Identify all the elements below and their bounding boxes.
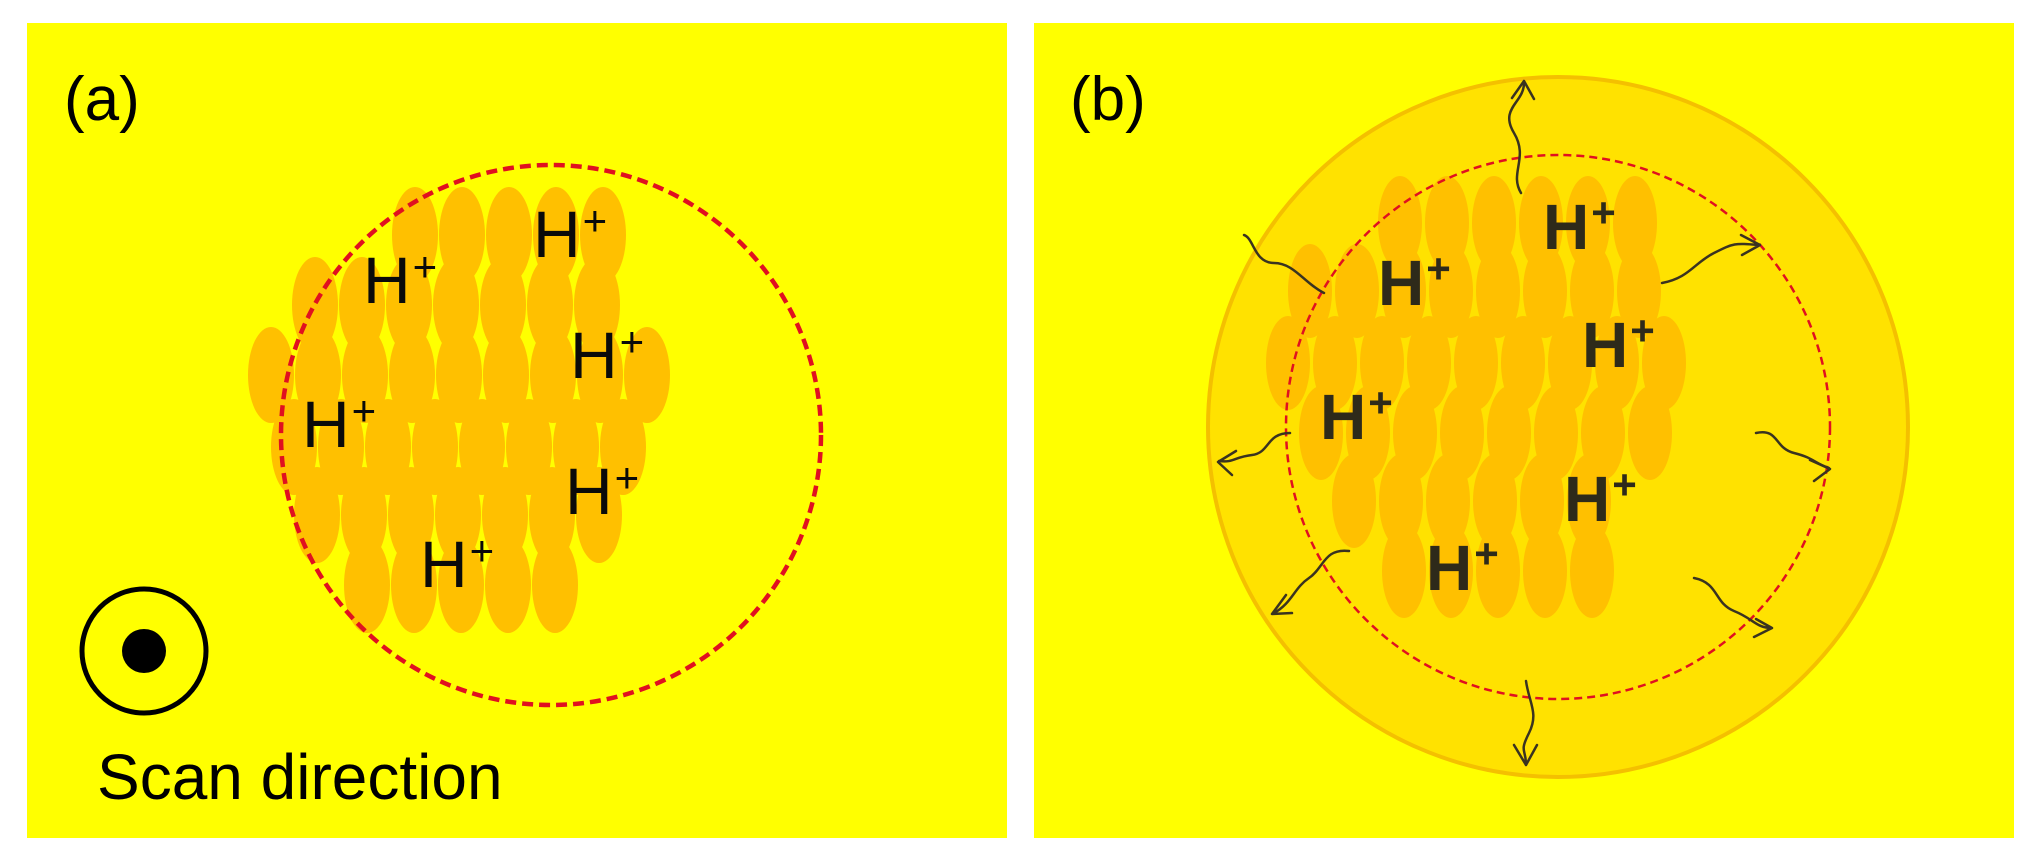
proton-blob [600,399,646,495]
beam-boundary-dashed-circle [278,162,824,708]
panel-b: (b) H+ H+ H+ H+ H+ H+ [1034,23,2014,838]
proton-blob [483,327,529,423]
proton-blob [1429,524,1473,618]
proton-blob [1628,386,1672,480]
proton-blob [412,399,458,495]
proton-blob [1476,244,1520,338]
proton-blob [1617,244,1661,338]
proton-blob [248,327,294,423]
panel-a-diagram [79,162,824,716]
proton-blob [1523,524,1567,618]
proton-blob [529,467,575,563]
proton-blob [577,327,623,423]
proton-blob [1570,524,1614,618]
proton-label: H+ [1320,379,1393,453]
proton-label: H+ [302,387,377,461]
proton-label: H+ [1426,530,1499,604]
proton-blob [1382,524,1426,618]
wavy-outward-arrow-icon [1692,576,1774,639]
wavy-outward-arrow-icon [1216,431,1292,477]
proton-label: H+ [1543,189,1616,263]
proton-blob [386,257,432,353]
proton-cluster [248,187,670,633]
proton-blob [433,257,479,353]
scan-direction-label: Scan direction [97,741,503,813]
proton-label: H+ [420,527,495,601]
beam-boundary-dashed-circle [1284,153,1832,701]
proton-blob [341,467,387,563]
proton-blob [1379,454,1423,548]
proton-blob [532,537,578,633]
proton-label: H+ [1564,461,1637,535]
proton-blob [1570,244,1614,338]
proton-label: H+ [1378,245,1451,319]
proton-blob [1382,244,1426,338]
proton-label: H+ [533,197,608,271]
diffusion-arrows [1216,79,1832,767]
proton-blob [1476,524,1520,618]
proton-blob [553,399,599,495]
proton-blob [459,399,505,495]
proton-blob [1266,316,1310,410]
proton-label: H+ [363,243,438,317]
proton-blob [339,257,385,353]
panel-b-diagram [1206,75,1910,779]
proton-blob [438,537,484,633]
proton-blob [342,327,388,423]
proton-label: H+ [570,318,645,392]
proton-blob [1299,386,1343,480]
proton-blob [576,467,622,563]
proton-cluster [1266,176,1686,618]
proton-blob [527,257,573,353]
wavy-outward-arrow-icon [1507,79,1536,195]
proton-blob [388,467,434,563]
panel-a: (a) H+ H+ H+ H+ H+ H+ Scan direction [27,23,1007,838]
panel-label-b: (b) [1070,65,1146,134]
proton-blob [1473,454,1517,548]
wavy-outward-arrow-icon [1242,233,1326,295]
proton-blob [624,327,670,423]
proton-label: H+ [1582,307,1655,381]
proton-blob [294,467,340,563]
proton-blob [1335,244,1379,338]
proton-blob [344,537,390,633]
wavy-outward-arrow-icon [1270,549,1351,616]
wavy-outward-arrow-icon [1660,233,1762,285]
proton-label: H+ [565,454,640,528]
proton-blob [389,327,435,423]
proton-blob [391,537,437,633]
proton-blob [574,257,620,353]
proton-blob [1429,244,1473,338]
proton-blob [1332,454,1376,548]
wavy-outward-arrow-icon [1754,430,1832,483]
proton-blob [318,399,364,495]
proton-blob [1567,454,1611,548]
proton-blob [365,399,411,495]
proton-blob [480,257,526,353]
wavy-outward-arrow-icon [1512,679,1539,767]
proton-blob [435,467,481,563]
proton-blob [506,399,552,495]
proton-blob [485,537,531,633]
proton-blob [1288,244,1332,338]
proton-blob [295,327,341,423]
proton-blob [1523,244,1567,338]
proton-blob [482,467,528,563]
proton-blob [530,327,576,423]
proton-blob [1520,454,1564,548]
scan-direction-icon [79,586,209,716]
proton-blob [436,327,482,423]
proton-blob [1426,454,1470,548]
panel-label-a: (a) [64,65,140,134]
